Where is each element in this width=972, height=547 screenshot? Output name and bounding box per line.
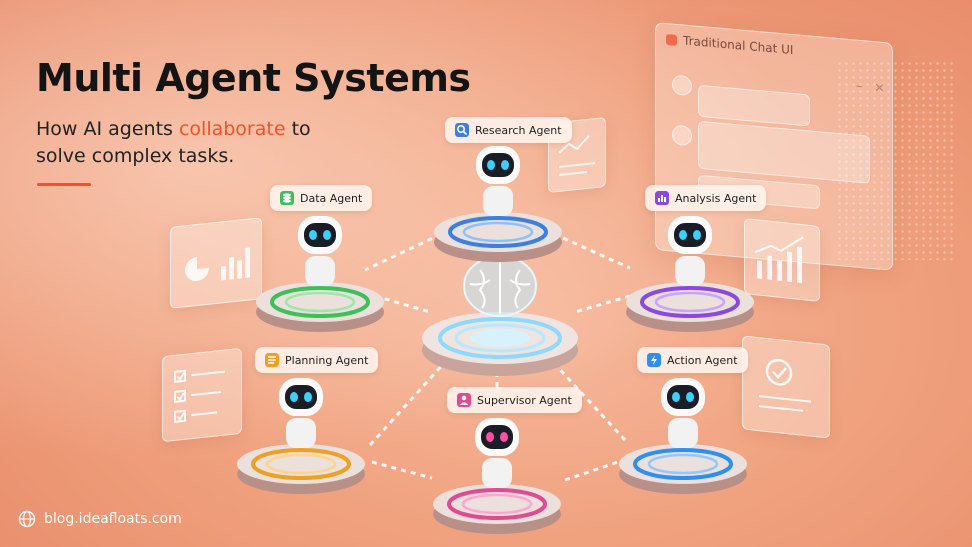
research-agent-label: Research Agent — [445, 117, 572, 143]
subtitle-end: to solve complex tasks. — [36, 118, 311, 167]
robot-icon — [298, 216, 342, 286]
robot-icon — [279, 378, 323, 448]
action-platform — [619, 444, 747, 494]
check-circle-icon — [759, 358, 811, 412]
agent-name: Planning Agent — [285, 353, 369, 367]
robot-icon — [475, 418, 519, 488]
action-agent-label: Action Agent — [637, 347, 748, 373]
lightning-icon — [647, 353, 661, 367]
supervisor-agent-label: Supervisor Agent — [447, 387, 582, 413]
research-agent[interactable] — [433, 142, 563, 272]
page-title: Multi Agent Systems — [36, 56, 471, 100]
analysis-agent-label: Analysis Agent — [645, 185, 767, 211]
footer-link[interactable]: blog.ideafloats.com — [44, 511, 182, 527]
central-hub — [420, 240, 580, 380]
globe-icon — [18, 510, 36, 528]
agent-name: Data Agent — [300, 191, 363, 205]
link-planning-supervisor — [371, 460, 433, 480]
subtitle-highlight: collaborate — [178, 118, 286, 140]
agent-name: Supervisor Agent — [477, 393, 572, 407]
robot-icon — [668, 216, 712, 286]
minimize-icon[interactable]: – — [856, 78, 863, 95]
analysis-panel — [744, 218, 820, 302]
accent-underline — [37, 183, 91, 186]
search-icon — [455, 123, 469, 137]
trend-chart-icon — [754, 236, 804, 284]
chat-avatar — [672, 74, 692, 97]
analysis-agent[interactable] — [625, 212, 755, 342]
data-agent-label: Data Agent — [270, 185, 373, 211]
link-analysis-hub — [574, 294, 631, 314]
checklist-icon — [265, 353, 279, 367]
planning-agent[interactable] — [236, 374, 366, 504]
research-panel — [548, 116, 606, 194]
chat-bubble — [698, 84, 810, 127]
robot-icon — [661, 378, 705, 448]
subtitle-start: How AI agents — [36, 118, 179, 140]
close-icon[interactable]: × — [874, 80, 885, 97]
chat-bubble — [698, 120, 870, 184]
planning-platform — [237, 444, 365, 494]
bar-chart-icon — [655, 191, 669, 205]
data-chart-icon — [185, 247, 250, 282]
planning-agent-label: Planning Agent — [255, 347, 379, 373]
footer: blog.ideafloats.com — [18, 510, 182, 528]
agent-name: Action Agent — [667, 353, 738, 367]
action-agent[interactable] — [618, 374, 748, 504]
chat-avatar — [672, 124, 692, 147]
data-agent[interactable] — [255, 212, 385, 342]
research-platform — [434, 212, 562, 262]
checklist-panel-icon — [174, 369, 225, 423]
robot-icon — [476, 146, 520, 216]
action-panel — [742, 335, 830, 439]
person-icon — [457, 393, 471, 407]
link-supervisor-action — [564, 460, 619, 482]
data-panel — [170, 217, 262, 309]
analysis-platform — [626, 282, 754, 332]
link-action-hub — [551, 360, 627, 442]
supervisor-agent[interactable] — [432, 414, 562, 544]
agent-name: Research Agent — [475, 123, 562, 137]
dissolve-particles — [836, 60, 956, 260]
subtitle: How AI agents collaborate to solve compl… — [36, 116, 366, 170]
link-planning-hub — [368, 360, 447, 447]
agent-name: Analysis Agent — [675, 191, 757, 205]
data-platform — [256, 282, 384, 332]
chat-window-title: Traditional Chat UI — [683, 33, 794, 58]
planning-panel — [162, 347, 242, 443]
chat-logo-icon — [666, 33, 677, 46]
line-chart-icon — [558, 135, 595, 176]
chat-window-header: Traditional Chat UI — [666, 32, 793, 57]
database-icon — [280, 191, 294, 205]
brain-icon — [463, 255, 537, 317]
hub-platform — [422, 312, 578, 376]
supervisor-platform — [433, 484, 561, 534]
